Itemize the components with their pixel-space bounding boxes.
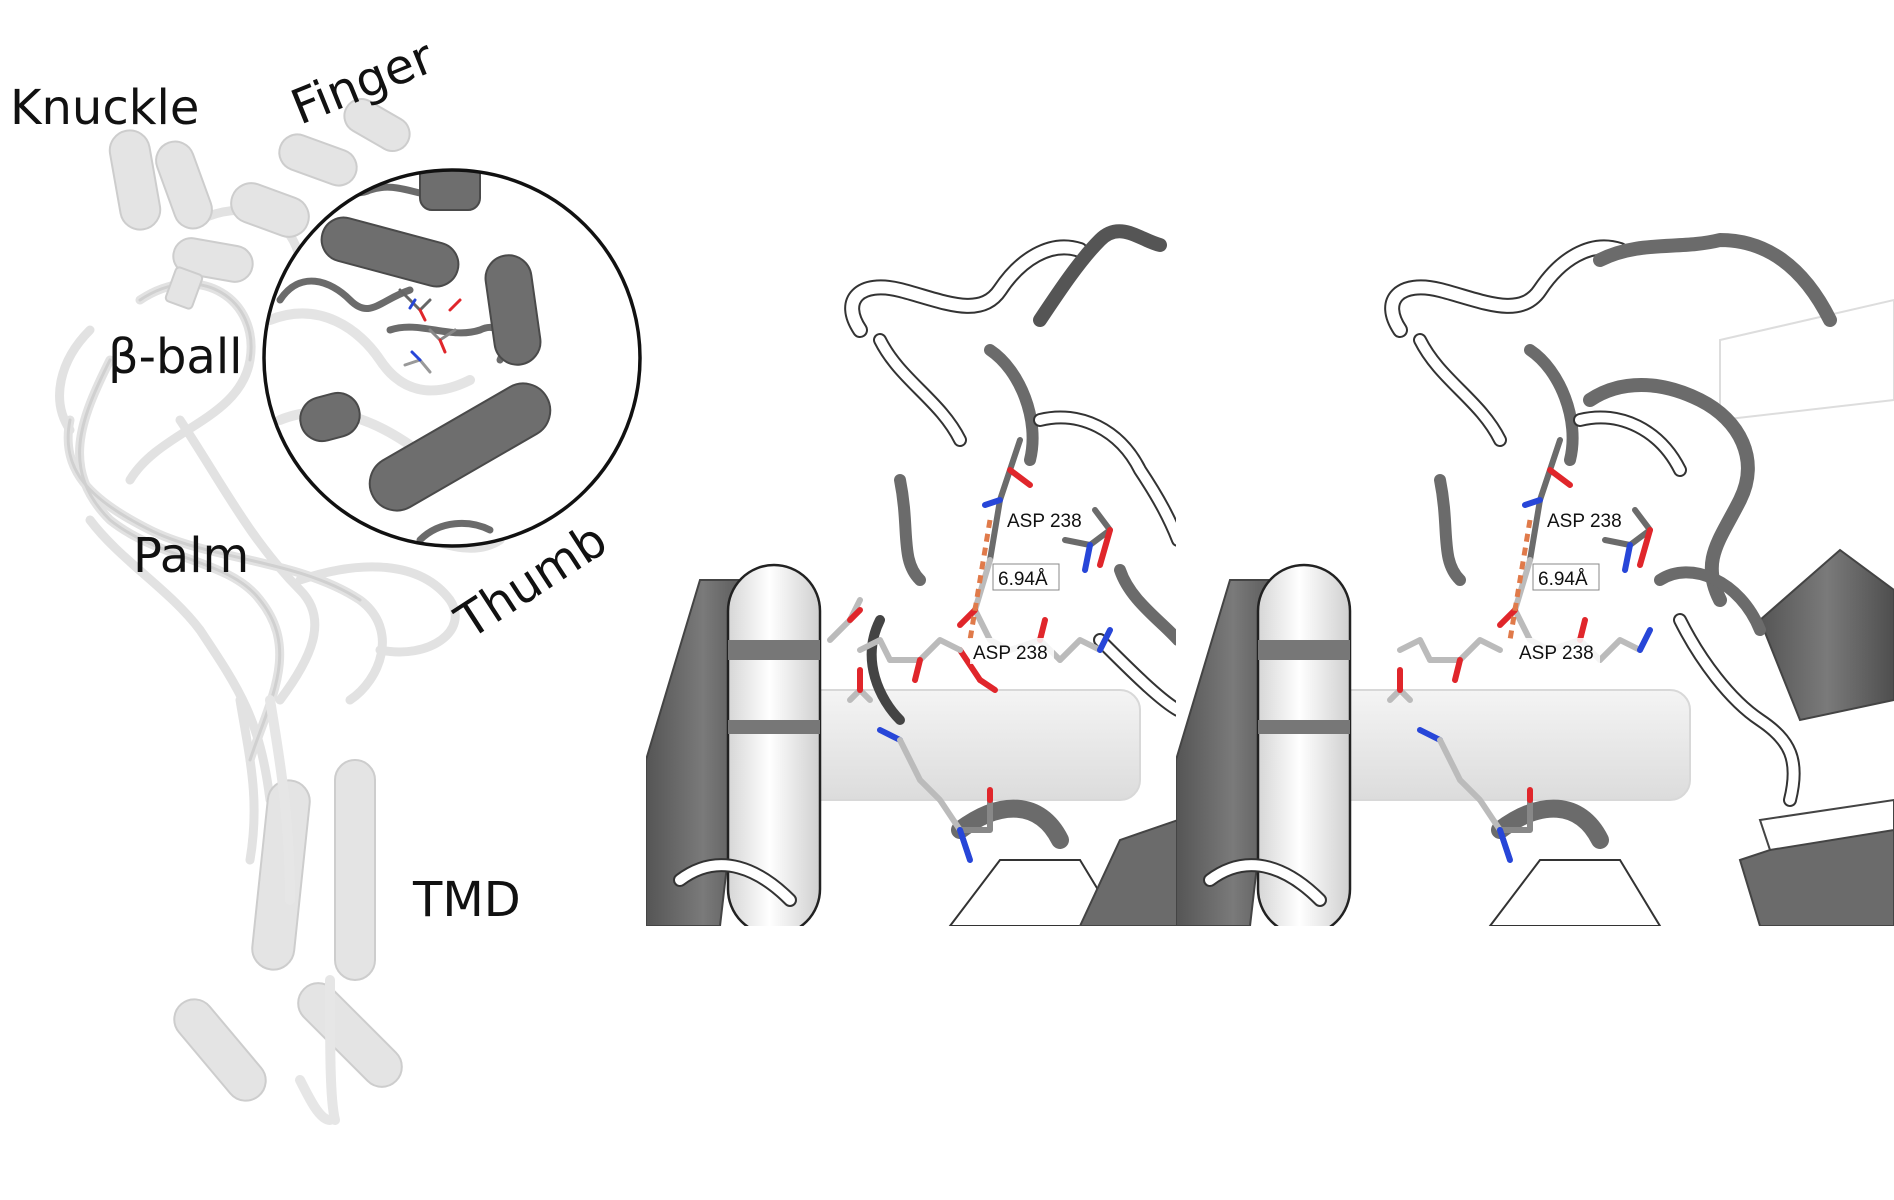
overview-structure: Knuckle Finger β-ball Palm Thumb TMD [10, 29, 642, 1125]
residue-label-top-right: ASP 238 [1547, 511, 1622, 532]
closeup-panel-right: ASP 238 6.94Å ASP 238 [1176, 218, 1894, 926]
residue-label-bottom-right: ASP 238 [1519, 643, 1594, 664]
distance-label-left: 6.94Å [998, 569, 1048, 590]
distance-label-right: 6.94Å [1538, 569, 1588, 590]
label-palm: Palm [133, 528, 249, 584]
label-beta-ball: β-ball [108, 329, 243, 385]
light-ribbon-edges [66, 282, 362, 762]
closeup-panel-left: ASP 238 6.94Å ASP 238 [646, 218, 1178, 926]
zoom-circle [262, 168, 642, 548]
zoom-circle-content [264, 170, 640, 546]
residue-label-bottom-left: ASP 238 [973, 643, 1048, 664]
light-helices [108, 98, 411, 1102]
label-knuckle: Knuckle [10, 80, 199, 136]
label-tmd: TMD [412, 872, 521, 928]
residue-label-top-left: ASP 238 [1007, 511, 1082, 532]
tmd-strands [265, 695, 340, 1125]
